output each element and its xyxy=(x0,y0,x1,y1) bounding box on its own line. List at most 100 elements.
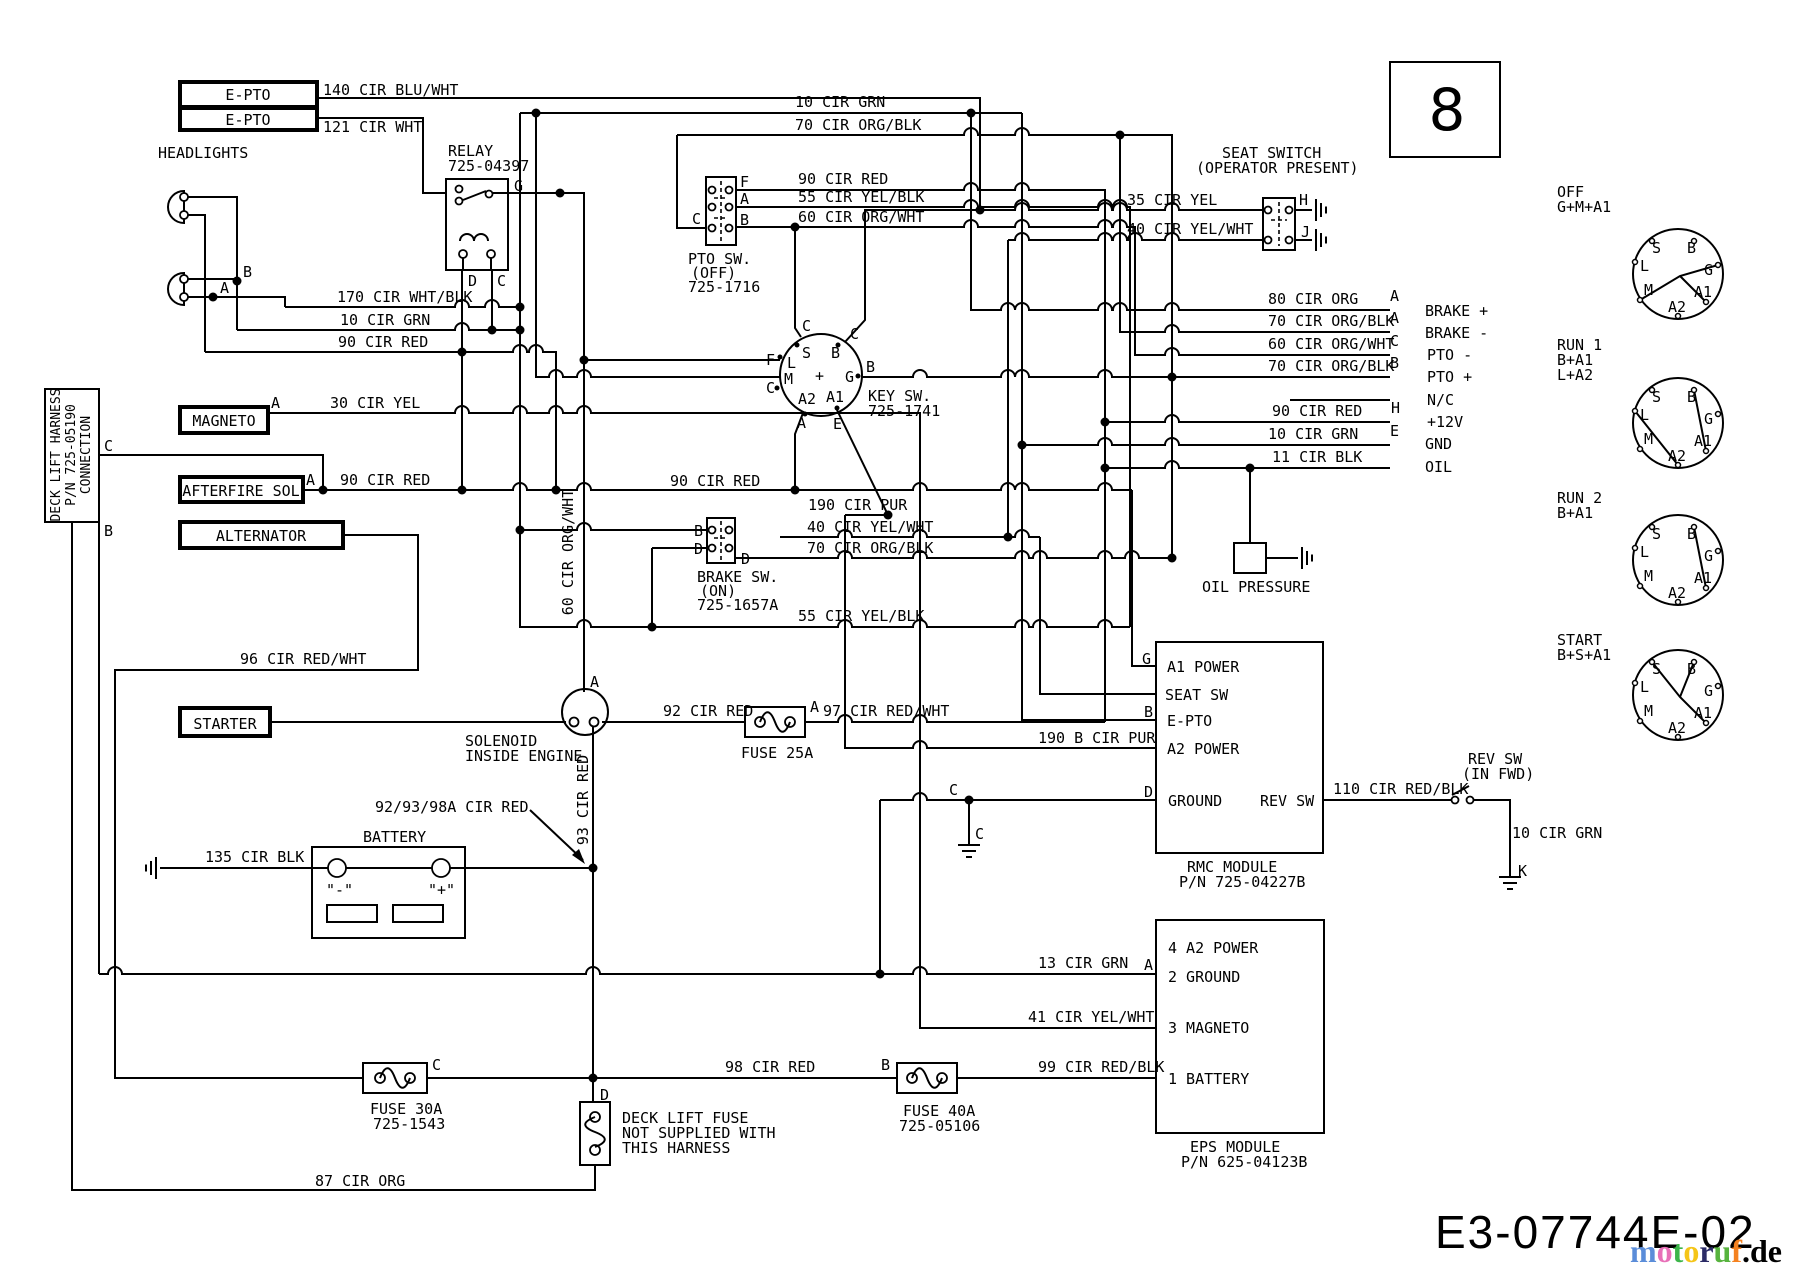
key-terminal: + xyxy=(815,367,824,385)
junction-dots xyxy=(208,108,1255,1083)
terminal: C xyxy=(497,272,506,290)
wire-label: 40 CIR YEL/WHT xyxy=(807,518,933,536)
keypos-start: START xyxy=(1557,631,1602,649)
rmc-name: RMC MODULE xyxy=(1187,858,1277,876)
wire-label: 70 CIR ORG/BLK xyxy=(1268,312,1394,330)
pin-name: GND xyxy=(1425,435,1452,453)
svg-text:B: B xyxy=(1687,388,1696,406)
wire-label: 11 CIR BLK xyxy=(1272,448,1362,466)
wire-label: 190 B CIR PUR xyxy=(1038,729,1156,747)
magneto-label: MAGNETO xyxy=(192,412,255,430)
brake-label: BRAKE SW. xyxy=(697,568,778,586)
wire-label: 92/93/98A CIR RED xyxy=(375,798,529,816)
wire-label: 98 CIR RED xyxy=(725,1058,815,1076)
svg-text:P/N 725-05190: P/N 725-05190 xyxy=(64,404,79,506)
epto-clutch-box-2 xyxy=(178,106,319,132)
key-switch xyxy=(774,333,863,417)
wire-label: 60 CIR ORG/WHT xyxy=(1268,335,1394,353)
wire-label: 90 CIR RED xyxy=(798,170,888,188)
solenoid-label2: INSIDE ENGINE xyxy=(465,747,582,765)
terminal: A xyxy=(1390,287,1399,305)
fuse30-label: FUSE 30A xyxy=(370,1100,442,1118)
terminal: D xyxy=(600,1086,609,1104)
pin-name: BRAKE - xyxy=(1425,324,1488,342)
terminal: A xyxy=(306,471,315,489)
deckfuse-label3: THIS HARNESS xyxy=(622,1139,730,1157)
battery-neg: "-" xyxy=(326,881,353,899)
terminal: A xyxy=(1390,309,1399,327)
deck-lift-harness-connector: DECK LIFT HARNESS P/N 725-05190 CONNECTI… xyxy=(44,388,100,523)
svg-text:L: L xyxy=(1640,678,1649,696)
alternator-box xyxy=(178,520,345,550)
terminal: C xyxy=(1390,332,1399,350)
fuse-40a xyxy=(896,1062,958,1094)
svg-text:A1: A1 xyxy=(1694,432,1712,450)
wire-label: 41 CIR YEL/WHT xyxy=(1028,1008,1154,1026)
terminal: A xyxy=(740,190,749,208)
terminal: G xyxy=(1142,650,1151,668)
svg-text:A2: A2 xyxy=(1668,298,1686,316)
wire-label: 10 CIR GRN xyxy=(1268,425,1358,443)
revsw-label2: (IN FWD) xyxy=(1462,765,1534,783)
svg-text:S: S xyxy=(1652,388,1661,406)
brake-label2: (ON) xyxy=(700,582,736,600)
oil-pressure-box xyxy=(1233,542,1267,574)
terminal: B xyxy=(243,263,252,281)
terminal: C xyxy=(949,781,958,799)
terminal: B xyxy=(1144,703,1153,721)
battery-label: BATTERY xyxy=(363,828,426,846)
wire-label: 90 CIR RED xyxy=(340,471,430,489)
svg-text:G: G xyxy=(1704,547,1713,565)
afterfire-label: AFTERFIRE SOL xyxy=(182,482,299,500)
battery xyxy=(311,846,466,939)
magneto-box xyxy=(178,405,270,435)
wire-label: 55 CIR YEL/BLK xyxy=(798,188,924,206)
terminal: E xyxy=(833,415,842,433)
wire-label: 10 CIR GRN xyxy=(340,311,430,329)
terminal: F xyxy=(740,173,749,191)
wire-label: 90 CIR RED xyxy=(338,333,428,351)
drawing-number: E3-07744E-02 xyxy=(1435,1206,1756,1258)
terminal: C xyxy=(692,210,701,228)
terminal: D xyxy=(468,272,477,290)
key-terminal: S xyxy=(802,344,811,362)
svg-text:S: S xyxy=(1652,525,1661,543)
rmc-pin: A2 POWER xyxy=(1167,740,1240,758)
wire-label: 97 CIR RED/WHT xyxy=(823,702,949,720)
keypos-run1-combo: B+A1 xyxy=(1557,351,1593,369)
fuse-30a xyxy=(362,1062,428,1094)
keypos-off-combo: G+M+A1 xyxy=(1557,198,1611,216)
wire-label: 90 CIR RED xyxy=(670,472,760,490)
wire-label: 35 CIR YEL xyxy=(1127,191,1217,209)
key-terminal: L xyxy=(787,354,796,372)
terminal: G xyxy=(514,177,523,195)
starter-box xyxy=(178,706,272,738)
battery-pos: "+" xyxy=(428,881,455,899)
key-terminal: A1 xyxy=(826,388,844,406)
terminal: C xyxy=(766,379,775,397)
terminal: A xyxy=(590,673,599,691)
rmc-pin: E-PTO xyxy=(1167,712,1212,730)
terminal: D xyxy=(1144,783,1153,801)
svg-text:G: G xyxy=(1704,682,1713,700)
rmc-module-box xyxy=(1155,641,1324,854)
seat-label2: (OPERATOR PRESENT) xyxy=(1196,159,1359,177)
eps-module-box xyxy=(1155,919,1325,1134)
fuse25-label: FUSE 25A xyxy=(741,744,813,762)
terminal: A xyxy=(1144,956,1153,974)
eps-name: EPS MODULE xyxy=(1190,1138,1280,1156)
solenoid xyxy=(561,688,609,736)
wire-label: 30 CIR YEL xyxy=(330,394,420,412)
wire-label: 170 CIR WHT/BLK xyxy=(337,288,472,306)
terminal: B xyxy=(104,522,113,540)
svg-text:B: B xyxy=(1687,525,1696,543)
svg-text:M: M xyxy=(1644,430,1653,448)
afterfire-box xyxy=(178,475,305,504)
wire-label: 70 CIR ORG/BLK xyxy=(807,539,933,557)
pto-label: (OFF) xyxy=(691,264,736,282)
terminal: B xyxy=(881,1056,890,1074)
key-terminal: G xyxy=(845,368,854,386)
keysw-pn: 725-1741 xyxy=(868,402,940,420)
rmc-pin: SEAT SW xyxy=(1165,686,1229,704)
